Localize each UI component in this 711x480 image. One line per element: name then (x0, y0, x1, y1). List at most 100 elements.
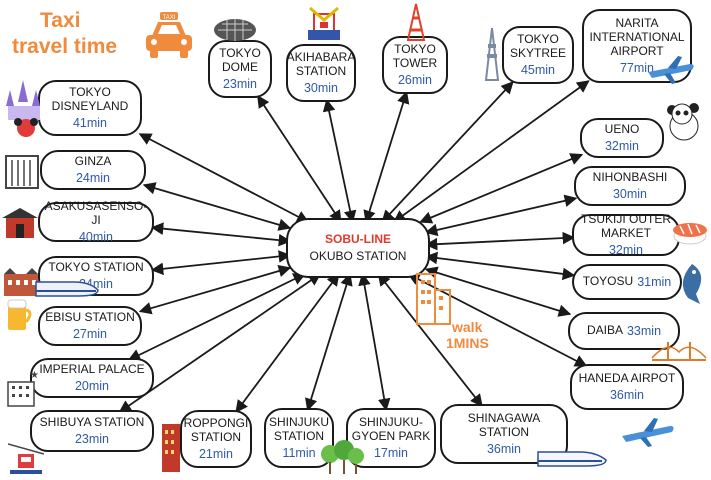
travel-time: 20min (74, 378, 110, 393)
sushi-icon (673, 223, 707, 245)
route-arrow (419, 153, 584, 224)
destination-roppongi[interactable]: ROPPONGI STATION 21min (180, 410, 252, 468)
destination-imperial-palace[interactable]: IMPERIAL PALACE 20min (30, 358, 154, 398)
trees-icon (321, 440, 364, 474)
route-arrow (392, 80, 590, 223)
destination-ueno[interactable]: UENO 32min (580, 118, 664, 158)
destination-tsukiji[interactable]: TSUKIJI OUTER MARKET 32min (572, 212, 680, 257)
airplane-haneda-icon (622, 418, 674, 447)
route-arrow (358, 272, 391, 412)
travel-time: 32min (608, 242, 644, 257)
center-okubo-station[interactable]: SOBU-LINE OKUBO STATION (286, 218, 430, 278)
destination-name: SHIBUYA STATION (39, 414, 145, 429)
beer-icon (7, 299, 32, 330)
taxi-icon: TAXI (146, 12, 192, 58)
building-icon (5, 155, 39, 189)
travel-time: 17min (373, 445, 409, 460)
panda-icon (667, 103, 699, 141)
fish-icon (682, 264, 702, 304)
route-arrow (138, 264, 292, 315)
route-arrow (127, 273, 306, 361)
tokyo-station-building-icon (4, 268, 38, 296)
travel-time: 40min (78, 229, 114, 244)
destination-name: SHINAGAWA STATION (467, 411, 541, 439)
svg-text:★: ★ (30, 370, 39, 381)
travel-time: 33min (626, 323, 662, 338)
destination-name: TOYOSU (582, 274, 634, 289)
skytree-icon (484, 27, 500, 81)
destination-name: ASAKUSASENSO-JI (44, 199, 148, 227)
walk-label: walk (452, 319, 483, 335)
destination-nihonbashi[interactable]: NIHONBASHI 30min (574, 166, 686, 206)
destination-name: DAIBA (586, 323, 623, 338)
ropeway-icon (8, 443, 44, 474)
destination-tokyo-skytree[interactable]: TOKYO SKYTREE 45min (502, 26, 574, 84)
temple-icon (2, 208, 38, 238)
destination-name: SHINJUKU STATION (268, 415, 329, 443)
destination-haneda[interactable]: HANEDA AIRPOT 36min (570, 364, 684, 410)
destination-name: SHINJUKU- GYOEN PARK (351, 415, 431, 443)
destination-shinjuku[interactable]: SHINJUKU STATION 11min (264, 408, 334, 468)
destination-name: ROPPONGI STATION (183, 416, 249, 444)
destination-name: AKIHABARA STATION (286, 50, 356, 78)
center-station-name: OKUBO STATION (309, 248, 407, 263)
destination-name: TSUKIJI OUTER MARKET (580, 212, 671, 240)
destination-name: IMPERIAL PALACE (39, 361, 145, 376)
travel-time: 41min (72, 115, 108, 130)
travel-time: 77min (619, 60, 655, 75)
destination-tokyo-disneyland[interactable]: TOKYO DISNEYLAND 41min (38, 80, 142, 136)
route-arrow (150, 222, 292, 247)
destination-name: NARITA INTERNATIONAL AIRPORT (589, 16, 685, 58)
tokyo-tower-icon (406, 3, 426, 41)
shinkansen-icon (537, 451, 607, 467)
destination-daiba[interactable]: DAIBA 33min (568, 312, 680, 350)
route-arrow (150, 250, 292, 276)
travel-time: 26min (397, 72, 433, 87)
building-walk-icon (416, 273, 451, 325)
destination-tokyo-dome[interactable]: TOKYO DOME 23min (208, 40, 272, 98)
title-line2: travel time (12, 35, 118, 58)
travel-time: 23min (74, 431, 110, 446)
destination-name: HANEDA AIRPOT (578, 370, 676, 385)
travel-time: 23min (222, 76, 258, 91)
destination-akihabara[interactable]: AKIHABARA STATION 30min (286, 44, 356, 102)
travel-time: 21min (198, 446, 234, 461)
travel-time: 31min (637, 274, 672, 289)
route-arrow (381, 81, 514, 223)
travel-time: 27min (72, 326, 108, 341)
destination-asakusa[interactable]: ASAKUSASENSO-JI 40min (38, 199, 154, 244)
destination-name: TOKYO TOWER (392, 42, 438, 70)
travel-time: 30min (303, 80, 339, 95)
destination-ebisu[interactable]: EBISU STATION 27min (38, 306, 142, 346)
destination-name: TOKYO DOME (219, 46, 261, 74)
route-arrow (424, 231, 576, 251)
line-name: SOBU-LINE (325, 231, 391, 246)
travel-time: 32min (604, 138, 640, 153)
castle-icon (6, 80, 40, 137)
destination-shinjuku-gyoen[interactable]: SHINJUKU- GYOEN PARK 17min (346, 408, 436, 468)
title-line1: Taxi (40, 9, 81, 32)
taxi-sign: TAXI (163, 15, 176, 21)
route-arrow (142, 182, 292, 231)
destination-name: EBISU STATION (45, 309, 135, 324)
stadium-icon (214, 19, 256, 41)
destination-name: TOKYO SKYTREE (509, 32, 566, 60)
travel-time: 45min (520, 62, 556, 77)
gundam-icon (308, 6, 340, 40)
destination-tokyo-tower[interactable]: TOKYO TOWER 26min (382, 36, 448, 94)
route-arrow (235, 272, 340, 414)
destination-name: UENO (604, 121, 640, 136)
destination-ginza[interactable]: GINZA 24min (40, 150, 146, 190)
destination-toyosu[interactable]: TOYOSU 31min (572, 264, 682, 300)
walk-time: 1MINS (446, 335, 489, 351)
airplane-icon (648, 56, 694, 84)
palace-icon: ★ (7, 370, 39, 407)
route-arrow (322, 98, 357, 224)
train-icon (35, 281, 99, 297)
travel-time: 36min (486, 441, 522, 456)
route-arrow (424, 194, 578, 237)
route-arrow (305, 272, 353, 412)
destination-shibuya[interactable]: SHIBUYA STATION 23min (30, 410, 154, 452)
travel-time: 36min (609, 387, 645, 402)
